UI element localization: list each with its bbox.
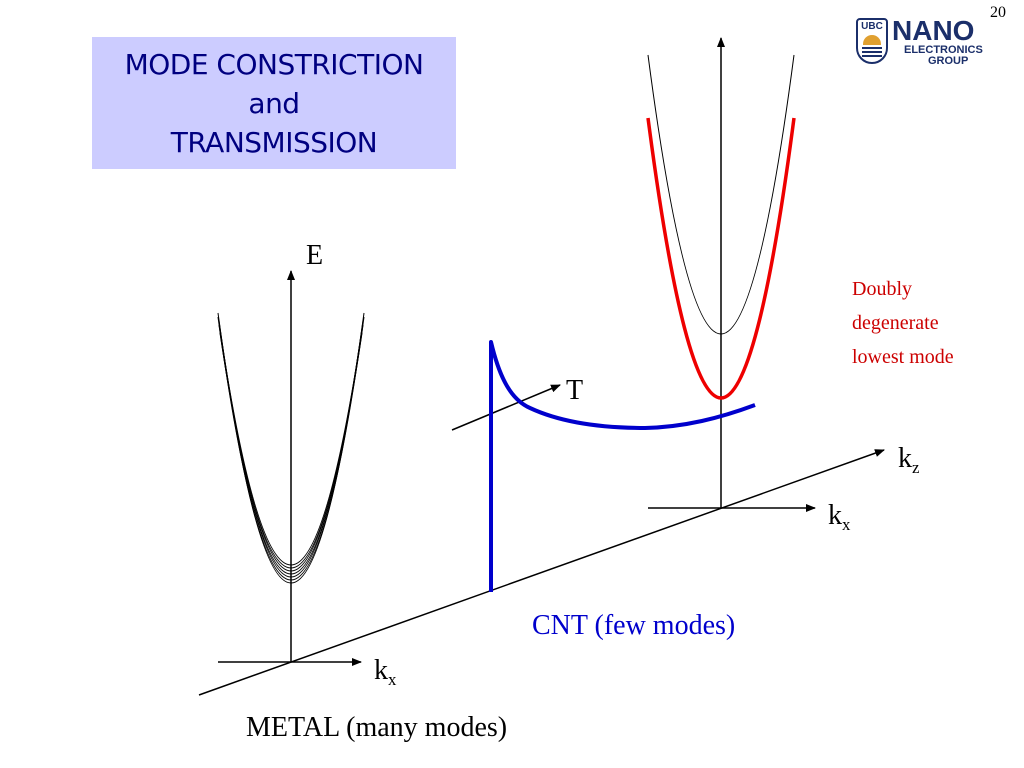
energy-axis-label: E [306,240,324,271]
annotation-line-1: Doubly [852,278,912,300]
cnt-caption: CNT (few modes) [532,610,736,641]
kz-label-base: k [898,443,912,474]
metal-kx-label-sub: x [388,669,397,689]
logo-nano-text: NANO [892,15,975,46]
title-line-2: and [248,86,300,120]
slide-title: MODE CONSTRICTION and TRANSMISSION [92,37,456,169]
transmission-axis [451,384,561,431]
metal-kx-axis-label: kx [374,655,396,690]
cnt-kx-axis-label: kx [828,500,850,535]
transmission-axis-label: T [566,375,584,406]
metal-caption: METAL (many modes) [246,712,508,743]
slide-number: 20 [990,4,1006,21]
annotation-line-3: lowest mode [852,346,954,368]
metal-mode-7 [220,336,362,566]
crest-waves-icon [862,47,882,57]
title-line-1: MODE CONSTRICTION [124,47,424,81]
cnt-lowest-mode [646,117,796,400]
nano-electronics-group-logo: UBC NANO ELECTRONICS GROUP [856,16,1008,70]
cnt-kx-label-sub: x [842,514,851,534]
logo-electronics-text: ELECTRONICS [904,44,983,56]
annotation-line-2: degenerate [852,312,939,334]
logo-group-text: GROUP [928,55,969,67]
metal-mode-parabolas [217,312,365,584]
kz-axis-label: kz [898,443,919,478]
title-line-3: TRANSMISSION [170,125,378,159]
ubc-crest-text: UBC [861,21,883,32]
kz-axis [198,449,885,696]
metal-mode-6 [219,332,363,569]
cnt-kx-label-base: k [828,500,842,531]
crest-sun-icon [863,35,881,45]
ubc-crest-icon: UBC [856,18,888,64]
kz-label-sub: z [912,457,920,477]
lowest-mode-annotation: Doubly degenerate lowest mode [852,272,954,374]
metal-kx-label-base: k [374,655,388,686]
cnt-upper-mode [647,54,795,335]
cnt-transmission-curve [489,340,756,592]
